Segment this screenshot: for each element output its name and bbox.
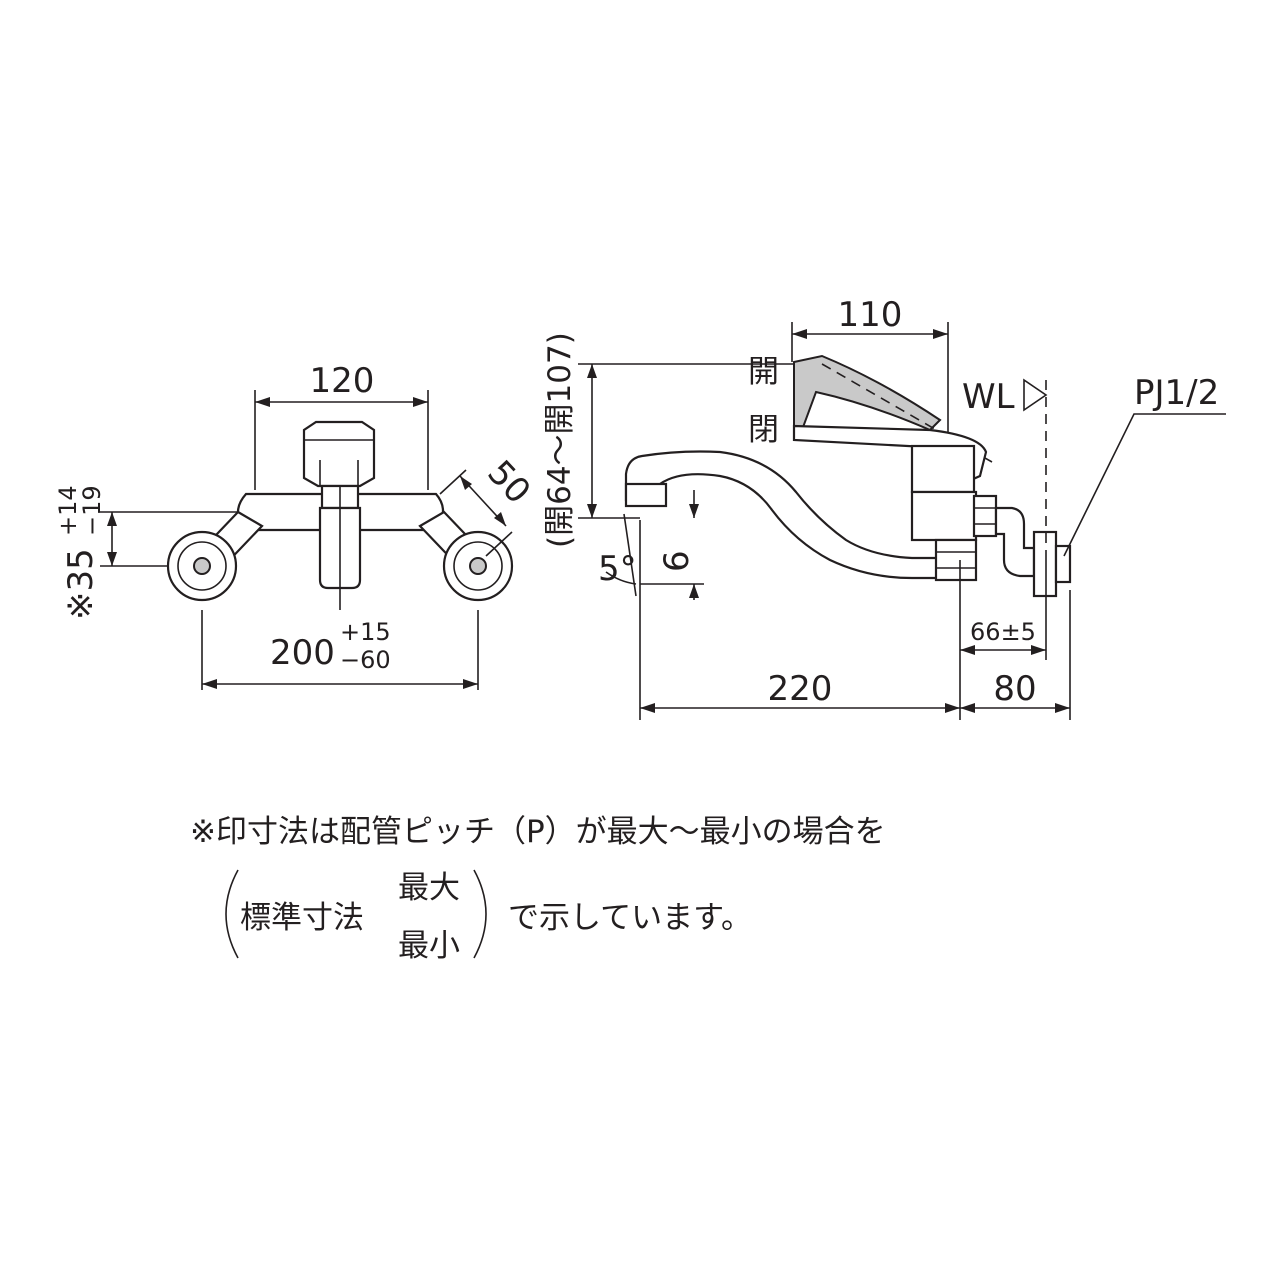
note: ※印寸法は配管ピッチ（P）が最大〜最小の場合を 標準寸法 最大 最小 で示してい… — [190, 814, 886, 964]
label-lever-open: 開 — [748, 354, 779, 390]
dim-front-pitch-plus: +15 — [340, 618, 391, 646]
dim-connector-offset: 66±5 — [970, 618, 1036, 646]
note-standard: 標準寸法 — [240, 900, 364, 936]
label-lever-closed: 閉 — [748, 412, 779, 448]
dim-lever-height: (開64〜開107) — [542, 332, 578, 548]
dim-spout-reach: 220 — [768, 669, 833, 709]
valve-nut — [972, 494, 998, 538]
spout-aerator — [624, 482, 668, 508]
dim-front-pitch-minus: −60 — [340, 646, 391, 674]
note-max: 最大 — [398, 870, 460, 906]
dim-front-height-plus: +14 — [54, 485, 82, 536]
wall-connector — [1054, 544, 1072, 584]
dim-spout-drop: 6 — [657, 550, 697, 572]
wall-flange — [1032, 530, 1058, 598]
note-paren-left — [225, 869, 239, 959]
note-line-2: で示しています。 — [508, 900, 752, 936]
lower-fitting — [934, 538, 978, 582]
wall-pipe — [994, 506, 1036, 578]
label-pipe-joint: PJ1/2 — [1134, 373, 1219, 413]
dim-front-angle: 50 — [479, 453, 538, 512]
handle-block — [302, 420, 376, 488]
valve-cartridge — [910, 490, 978, 542]
note-line-1: ※印寸法は配管ピッチ（P）が最大〜最小の場合を — [190, 814, 886, 850]
left-wall-connector — [166, 530, 238, 602]
dim-front-pitch: 200 — [270, 633, 335, 673]
spout-side — [624, 450, 950, 580]
side-view: 110 開 閉 (開64〜開107) WL — [542, 295, 1226, 720]
valve-body — [910, 444, 976, 494]
dim-wall-offset: 80 — [993, 669, 1036, 709]
water-level-marker — [1023, 378, 1048, 412]
note-paren-right — [473, 869, 487, 959]
dim-lever-length: 110 — [838, 295, 903, 335]
right-wall-connector — [442, 530, 514, 602]
note-min: 最小 — [398, 928, 460, 964]
dim-front-height: ※35 — [61, 548, 101, 620]
dim-spout-angle: 5° — [598, 549, 637, 589]
dim-front-width: 120 — [310, 361, 375, 401]
label-water-level: WL — [962, 377, 1015, 417]
dim-front-height-minus: −19 — [78, 485, 106, 536]
front-view: 120 — [54, 361, 538, 690]
